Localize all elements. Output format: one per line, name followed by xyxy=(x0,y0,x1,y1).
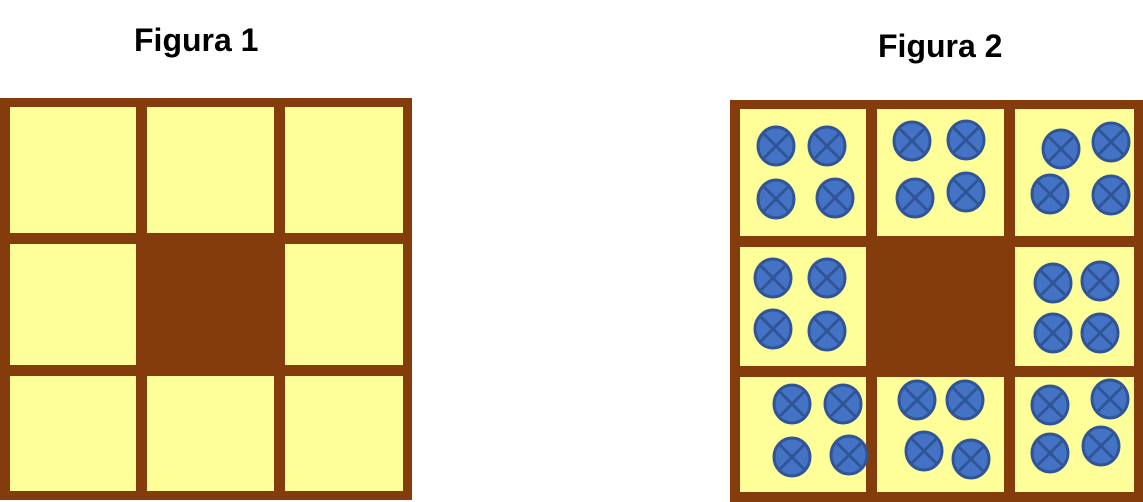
board-1-cell-bottom-left xyxy=(10,376,136,491)
coin-circle-x-icon xyxy=(1030,432,1070,474)
coin-circle-x-icon xyxy=(1091,121,1131,163)
figure-2-coins xyxy=(753,119,1131,480)
coin-circle-x-icon xyxy=(1081,425,1121,467)
board-2-cell-center xyxy=(877,247,1004,366)
coin-circle-x-icon xyxy=(1033,312,1073,354)
coin-circle-x-icon xyxy=(829,434,869,476)
coin-circle-x-icon xyxy=(1033,262,1073,304)
figure-1-board xyxy=(0,98,412,500)
coin-circle-x-icon xyxy=(1041,128,1081,170)
coin-circle-x-icon xyxy=(897,379,937,421)
coin-circle-x-icon xyxy=(951,438,991,480)
coin-circle-x-icon xyxy=(753,308,793,350)
board-1-cell-middle-right xyxy=(285,244,403,365)
figure-1-title: Figura 1 xyxy=(134,22,259,58)
coin-circle-x-icon xyxy=(823,383,863,425)
board-1-cell-top-center xyxy=(147,107,274,233)
coin-circle-x-icon xyxy=(946,119,986,161)
coin-circle-x-icon xyxy=(1080,312,1120,354)
coin-circle-x-icon xyxy=(1030,384,1070,426)
coin-circle-x-icon xyxy=(895,177,935,219)
board-1-cell-bottom-center xyxy=(147,376,274,491)
board-1-cell-top-left xyxy=(10,107,136,233)
board-1-cell-bottom-right xyxy=(285,376,403,491)
coin-circle-x-icon xyxy=(946,171,986,213)
coin-circle-x-icon xyxy=(1030,173,1070,215)
coin-circle-x-icon xyxy=(1080,260,1120,302)
figure-2-title: Figura 2 xyxy=(878,28,1003,64)
coin-circle-x-icon xyxy=(756,125,796,167)
board-1-cell-center xyxy=(147,244,274,365)
coin-circle-x-icon xyxy=(807,125,847,167)
coin-circle-x-icon xyxy=(892,120,932,162)
figure-2-board xyxy=(730,100,1143,502)
coin-circle-x-icon xyxy=(756,178,796,220)
coin-circle-x-icon xyxy=(815,177,855,219)
board-1-cell-middle-left xyxy=(10,244,136,365)
coin-circle-x-icon xyxy=(1090,378,1130,420)
coin-circle-x-icon xyxy=(807,310,847,352)
coin-circle-x-icon xyxy=(772,436,812,478)
coin-circle-x-icon xyxy=(904,430,944,472)
coin-circle-x-icon xyxy=(807,257,847,299)
coin-circle-x-icon xyxy=(945,379,985,421)
coin-circle-x-icon xyxy=(753,257,793,299)
coin-circle-x-icon xyxy=(1091,174,1131,216)
coin-circle-x-icon xyxy=(772,383,812,425)
board-1-cell-top-right xyxy=(285,107,403,233)
